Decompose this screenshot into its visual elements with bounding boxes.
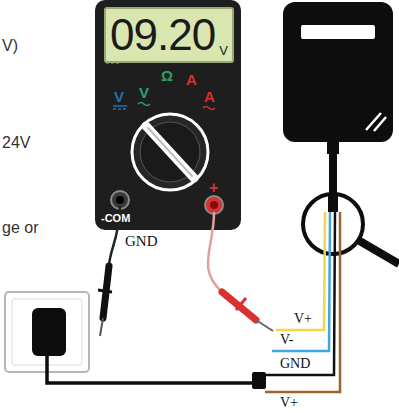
multimeter-body <box>95 0 241 230</box>
gloss-mark <box>366 113 386 131</box>
signal-name: V+ <box>280 396 298 410</box>
device-window <box>301 25 375 39</box>
probe-tip <box>100 318 103 336</box>
probe-guard <box>236 298 246 310</box>
adapter-cord <box>47 356 252 383</box>
ac-symbol <box>138 103 150 106</box>
cut-text: 24V <box>2 135 30 151</box>
wire-connector <box>252 372 266 389</box>
signal-name: V- <box>280 333 294 347</box>
ac-symbol <box>203 107 215 110</box>
red-lead <box>208 212 222 292</box>
dial-mark: A <box>186 72 197 87</box>
signal-name: V+ <box>294 312 312 326</box>
lcd-reading: 09.20 <box>110 13 215 57</box>
power-adapter <box>32 308 66 356</box>
selector-dial <box>132 114 208 190</box>
dc-symbol <box>113 106 127 109</box>
dial-knob <box>140 122 200 182</box>
lcd-display: 09.20V <box>104 7 234 63</box>
probe-guard <box>98 290 112 292</box>
red-probe <box>222 292 256 320</box>
cable-sheath <box>328 194 338 212</box>
socket-plate <box>12 299 82 365</box>
dial-mark: V <box>139 85 149 100</box>
probe-label: GND <box>125 234 158 249</box>
plus-socket <box>210 201 218 209</box>
dial-mark: A <box>204 89 215 104</box>
terminal-label: -COM <box>101 213 130 224</box>
power-device <box>283 2 393 142</box>
probe-tip <box>256 320 273 331</box>
com-socket <box>116 196 124 204</box>
plus-terminal <box>205 196 223 214</box>
terminal-label: + <box>209 180 218 196</box>
dial-mark: V <box>114 89 124 104</box>
device-cable <box>329 150 337 196</box>
dial-pointer-line <box>148 128 192 176</box>
wires <box>265 212 340 392</box>
dial-pointer <box>146 126 194 178</box>
cut-text: ge or <box>2 220 38 236</box>
magnifier <box>303 194 363 254</box>
dial-mark: Ω <box>161 68 173 83</box>
cut-text: V) <box>2 38 18 54</box>
lcd-unit: V <box>219 44 228 57</box>
magnifier-handle <box>358 240 399 264</box>
signal-name: GND <box>280 357 310 371</box>
